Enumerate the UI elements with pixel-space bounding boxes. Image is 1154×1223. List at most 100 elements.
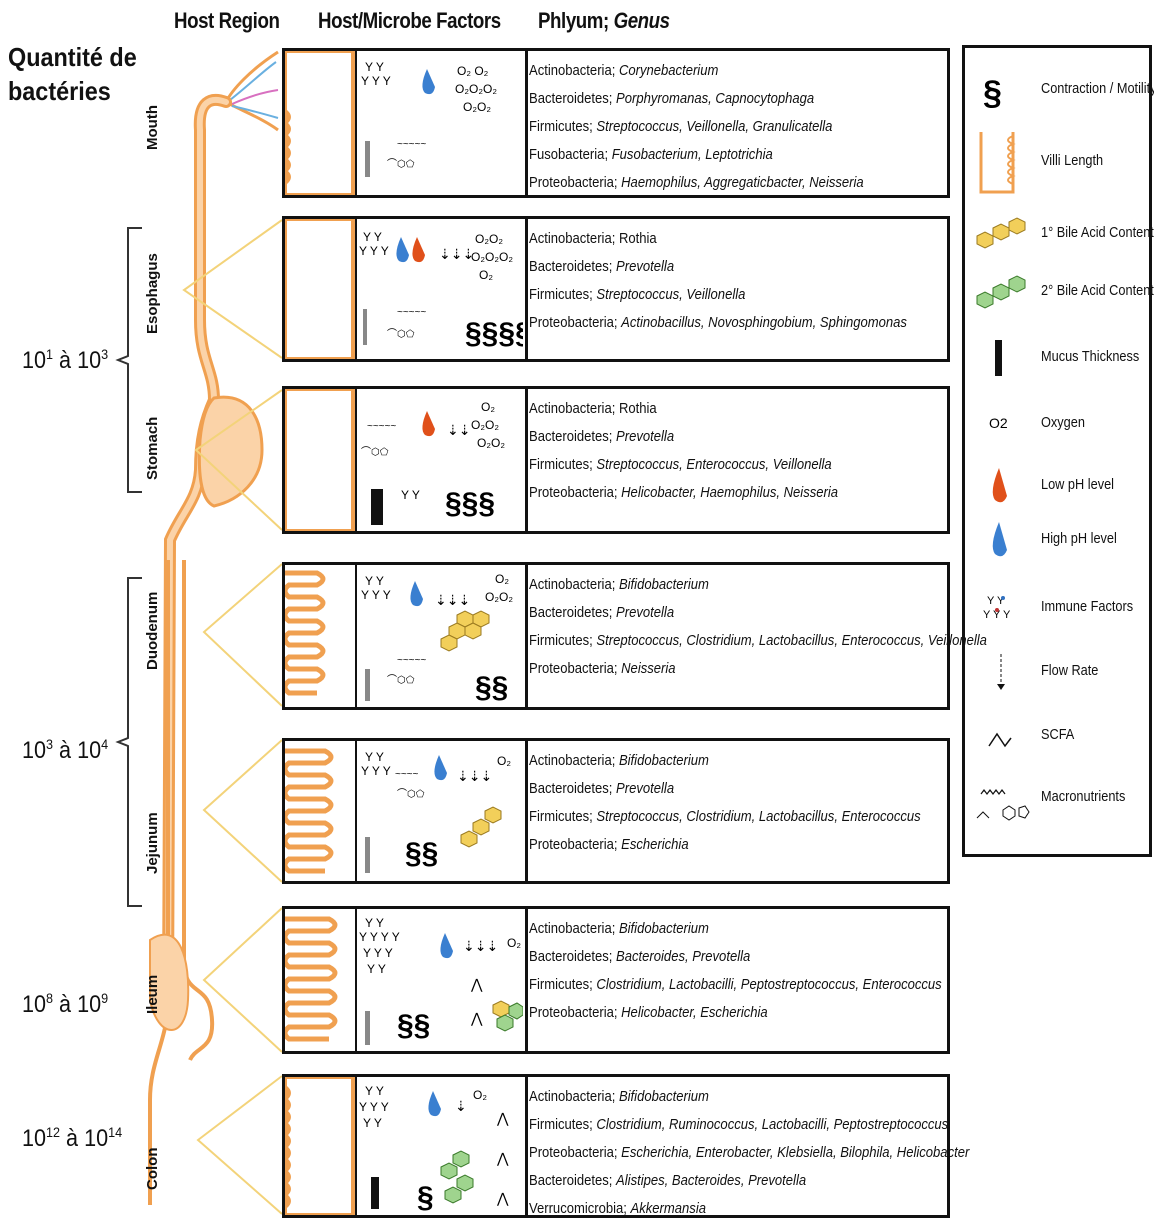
svg-text:⇣⇣⇣: ⇣⇣⇣ — [457, 768, 492, 784]
phylum-line: Fusobacteria; Fusobacterium, Leptotrichi… — [529, 147, 773, 163]
svg-text:~~~~~: ~~~~~ — [397, 655, 426, 666]
phyla-list-stomach: Actinobacteria; Rothia Bacteroidetes; Pr… — [529, 395, 902, 507]
svg-text:§: § — [417, 1181, 434, 1214]
villi-column — [282, 909, 357, 1051]
svg-text:⌒⬡⬠: ⌒⬡⬠ — [397, 788, 425, 800]
phylum-line: Bacteroidetes; Prevotella — [529, 259, 675, 275]
quantity-title-line2: bactéries — [8, 76, 111, 106]
mucus-icon — [973, 338, 1029, 378]
svg-text:⋀: ⋀ — [496, 1110, 509, 1126]
header-phylum: Phlyum; — [538, 8, 609, 33]
low-ph-icon — [973, 466, 1029, 506]
villi-icon — [973, 130, 1029, 196]
region-label-esophagus: Esophagus — [144, 253, 161, 334]
svg-text:Y Y: Y Y — [401, 488, 420, 502]
phylum-line: Bacteroidetes; Prevotella — [529, 605, 675, 621]
svg-text:Y Y: Y Y — [365, 916, 384, 930]
legend-item-low-ph: Low pH level — [973, 466, 1151, 506]
phylum-line: Actinobacteria; Rothia — [529, 231, 657, 247]
legend-item-bile1: 1° Bile Acid Content — [973, 214, 1154, 254]
phylum-line: Bacteroidetes; Porphyromanas, Capnocytop… — [529, 91, 815, 107]
mucus-icon — [365, 141, 370, 177]
phyla-list-duodenum: Actinobacteria; Bifidobacterium Bacteroi… — [529, 571, 987, 683]
oxygen-icon: O2 — [973, 404, 1029, 444]
svg-text:⇣⇣: ⇣⇣ — [447, 422, 470, 438]
scfa-icon — [973, 716, 1029, 756]
phylum-line: Proteobacteria; Helicobacter, Haemophilu… — [529, 485, 839, 501]
count-ileum: 108 à 109 — [22, 990, 109, 1018]
svg-text:Y Y: Y Y — [365, 1084, 384, 1098]
macronutrients-icon: ~~~~~ — [397, 139, 426, 150]
phylum-line: Actinobacteria; Bifidobacterium — [529, 1089, 709, 1105]
svg-text:§§: §§ — [475, 671, 508, 704]
svg-text:Y Y Y: Y Y Y — [359, 244, 389, 258]
svg-text:⋀: ⋀ — [470, 1010, 483, 1026]
phylum-line: Proteobacteria; Escherichia — [529, 837, 689, 853]
flow-rate-icon — [973, 652, 1029, 692]
header-factors: Host/Microbe Factors — [318, 8, 501, 33]
svg-text:O₂: O₂ — [507, 936, 521, 950]
phylum-line: Firmicutes; Streptococcus, Clostridium, … — [529, 809, 921, 825]
svg-text:Y Y Y: Y Y Y — [361, 74, 391, 88]
legend: § Contraction / Motility Villi Length 1°… — [962, 45, 1154, 857]
phylum-line: Bacteroidetes; Alistipes, Bacteroides, P… — [529, 1173, 807, 1189]
phylum-line: Firmicutes; Streptococcus, Veillonella — [529, 287, 746, 303]
region-label-jejunum: Jejunum — [144, 812, 161, 874]
immune-factors-icon: Y YY Y Y — [361, 60, 391, 88]
villi-column — [282, 565, 357, 707]
svg-text:⇣⇣⇣: ⇣⇣⇣ — [439, 246, 474, 262]
header-genus: Genus — [613, 8, 670, 33]
svg-text:Y Y: Y Y — [365, 574, 384, 588]
svg-text:§§§: §§§ — [445, 487, 495, 520]
svg-text:O₂O₂O₂: O₂O₂O₂ — [455, 82, 497, 96]
legend-item-macronutrients: Macronutrients — [973, 778, 1151, 828]
svg-text:O₂O₂: O₂O₂ — [475, 232, 503, 246]
phylum-line: Firmicutes; Clostridium, Lactobacilli, P… — [529, 977, 942, 993]
svg-text:⇣⇣⇣: ⇣⇣⇣ — [435, 592, 470, 608]
svg-text:⌒⬡⬠: ⌒⬡⬠ — [387, 328, 415, 340]
count-colon: 1012 à 1014 — [22, 1124, 123, 1152]
svg-text:Y Y Y: Y Y Y — [983, 609, 1011, 621]
svg-text:§: § — [983, 74, 1002, 110]
svg-text:O₂: O₂ — [479, 268, 493, 282]
phyla-list-colon: Actinobacteria; Bifidobacterium Firmicut… — [529, 1083, 970, 1223]
svg-text:Y Y: Y Y — [367, 962, 386, 976]
phylum-line: Firmicutes; Streptococcus, Clostridium, … — [529, 633, 987, 649]
gi-tract-illustration — [115, 50, 283, 1215]
phylum-line: Proteobacteria; Escherichia, Enterobacte… — [529, 1145, 970, 1161]
svg-text:O₂O₂: O₂O₂ — [463, 100, 491, 114]
region-label-stomach: Stomach — [144, 416, 161, 480]
region-label-duodenum: Duodenum — [144, 591, 161, 670]
svg-text:§§: §§ — [405, 837, 438, 870]
phylum-line: Proteobacteria; Neisseria — [529, 661, 676, 677]
primary-bile-acid-icon — [973, 214, 1029, 254]
count-small-intestine: 103 à 104 — [22, 736, 109, 764]
villi-column — [281, 49, 357, 197]
svg-text:§§: §§ — [397, 1009, 430, 1042]
region-label-ileum: Ileum — [144, 974, 161, 1014]
villi-column — [283, 217, 357, 361]
svg-text:O₂: O₂ — [497, 754, 511, 768]
high-ph-icon — [422, 69, 435, 95]
phylum-line: Actinobacteria; Bifidobacterium — [529, 921, 709, 937]
phylum-line: Actinobacteria; Rothia — [529, 401, 657, 417]
phyla-list-mouth: Actinobacteria; Corynebacterium Bacteroi… — [529, 57, 902, 197]
svg-text:O2: O2 — [989, 415, 1008, 431]
high-ph-icon — [973, 520, 1029, 560]
svg-text:⋀: ⋀ — [470, 976, 483, 992]
villi-column — [283, 387, 357, 533]
svg-text:⋀: ⋀ — [496, 1150, 509, 1166]
svg-text:O₂O₂: O₂O₂ — [485, 590, 513, 604]
svg-text:O₂: O₂ — [481, 400, 495, 414]
svg-text:Y Y: Y Y — [365, 750, 384, 764]
svg-text:~~~~~: ~~~~~ — [397, 307, 426, 318]
